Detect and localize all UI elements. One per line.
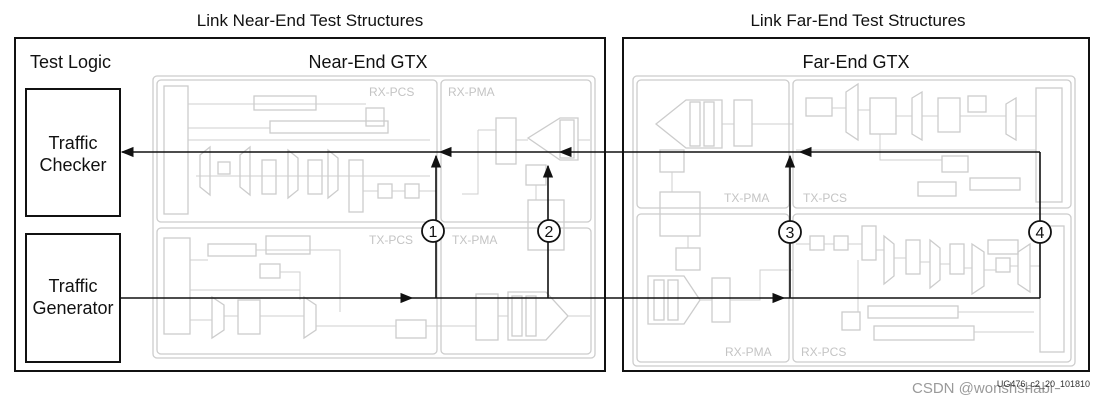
traffic-checker-line1: Traffic (48, 133, 97, 153)
far-tx-pcs-label: TX-PCS (803, 191, 847, 205)
far-rx-pcs-label: RX-PCS (801, 345, 846, 359)
loopback-point-4: 4 (1028, 220, 1052, 244)
loopback-point-2: 2 (537, 219, 561, 243)
near-end-heading: Link Near-End Test Structures (197, 11, 423, 30)
traffic-generator-line1: Traffic (48, 276, 97, 296)
svg-text:1: 1 (429, 224, 438, 241)
near-tx-pma-label: TX-PMA (452, 233, 497, 247)
traffic-generator-line2: Generator (32, 298, 113, 318)
near-end-frame (14, 37, 606, 372)
traffic-checker-line2: Checker (39, 155, 106, 175)
far-rx-pma-label: RX-PMA (725, 345, 772, 359)
near-end-gtx-internals: RX-PCS RX-PMA TX-PCS TX-PMA (152, 75, 596, 359)
near-tx-pcs-label: TX-PCS (369, 233, 413, 247)
loopback-point-3: 3 (778, 220, 802, 244)
near-rx-pcs-label: RX-PCS (369, 85, 414, 99)
svg-text:3: 3 (786, 225, 795, 242)
far-end-heading: Link Far-End Test Structures (750, 11, 965, 30)
far-tx-pma-label: TX-PMA (724, 191, 769, 205)
loopback-paths (120, 146, 1041, 304)
far-end-frame (622, 37, 1090, 372)
test-logic-label: Test Logic (30, 52, 111, 72)
near-rx-pma-label: RX-PMA (448, 85, 495, 99)
watermark: CSDN @wonshshabi (912, 380, 1053, 397)
figure-id: UG476_c2_20_101810 (997, 379, 1090, 389)
traffic-checker-box (25, 88, 121, 217)
loopback-point-1: 1 (421, 219, 445, 243)
svg-text:4: 4 (1036, 225, 1045, 242)
near-end-gtx-title: Near-End GTX (308, 52, 427, 72)
far-end-gtx-title: Far-End GTX (802, 52, 909, 72)
svg-text:2: 2 (545, 224, 554, 241)
far-end-gtx-internals: TX-PMA TX-PCS RX-PMA RX-PCS (632, 75, 1076, 367)
